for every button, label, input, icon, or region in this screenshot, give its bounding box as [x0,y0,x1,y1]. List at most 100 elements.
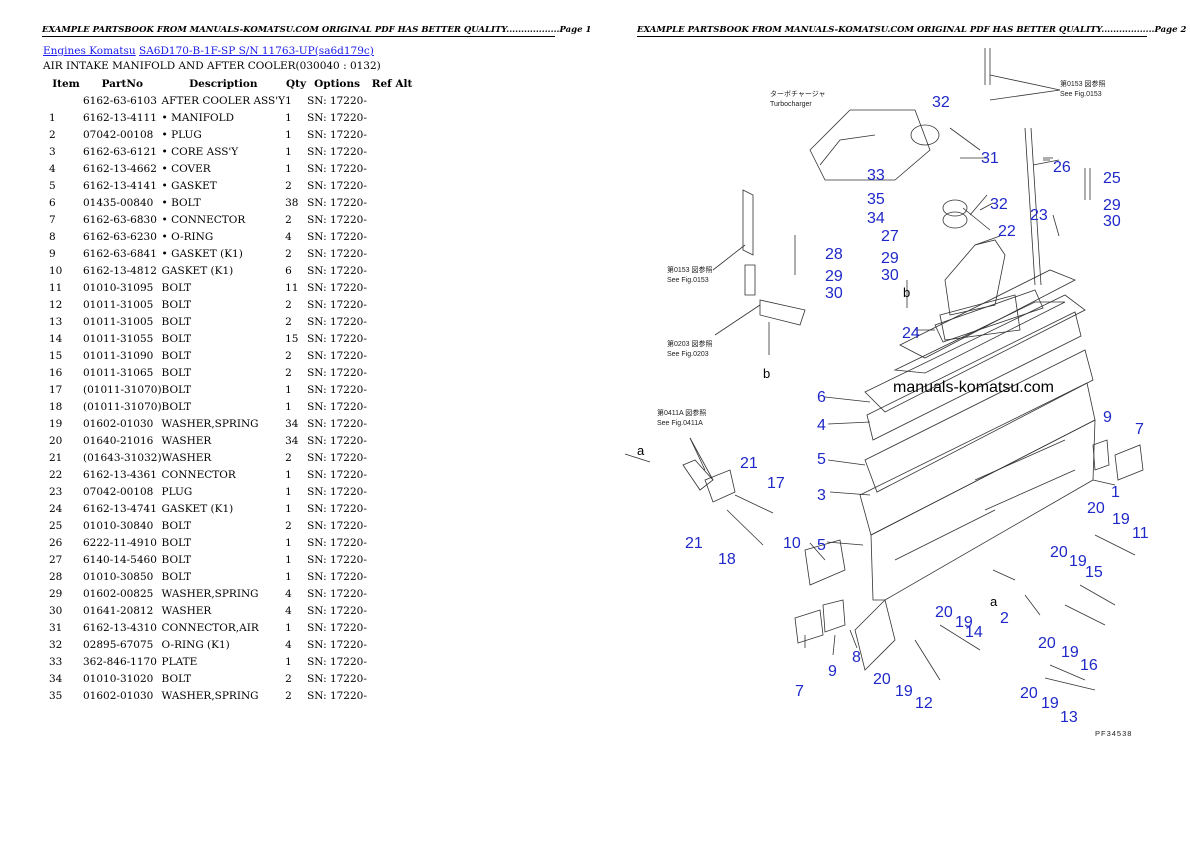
callout-9: 9 [828,663,837,680]
cell-item: 2 [49,129,56,141]
page-header: EXAMPLE PARTSBOOK FROM MANUALS-KOMATSU.C… [42,25,592,37]
cell-options: SN: 17220- [307,265,367,277]
cell-partno: 02895-67075 [83,639,154,651]
cell-description: PLATE [161,656,198,668]
cell-options: SN: 17220- [307,605,367,617]
cell-qty: 1 [285,129,292,141]
cell-partno: 01640-21016 [83,435,154,447]
callout-30: 30 [825,285,843,302]
cell-description: BOLT [161,282,192,294]
cell-description: BOLT [161,401,192,413]
cell-item: 30 [49,605,63,617]
column-header-partno: PartNo [101,78,143,90]
cell-ref-alt [367,382,417,399]
cell-description: BOLT [161,571,192,583]
cell-item: 19 [49,418,63,430]
callout-20: 20 [1038,635,1056,652]
cell-partno: 01010-31020 [83,673,154,685]
cell-partno: 6162-63-6121 [83,146,157,158]
callout-21: 21 [685,535,703,552]
cell-description: • MANIFOLD [161,112,235,124]
callout-8: 8 [852,649,861,666]
cell-ref-alt [367,637,417,654]
cell-qty: 2 [285,299,292,311]
cell-ref-alt [367,263,417,280]
cell-ref-alt [367,416,417,433]
cell-qty: 4 [285,231,292,243]
column-header-ref-alt: Ref Alt [371,78,413,90]
cell-ref-alt [367,246,417,263]
cell-ref-alt [367,195,417,212]
cell-item: 7 [49,214,56,226]
cell-item: 26 [49,537,63,549]
cell-item: 4 [49,163,56,175]
cell-description: • CORE ASS'Y [161,146,239,158]
cell-options: SN: 17220- [307,316,367,328]
cell-ref-alt [367,654,417,671]
callout-21: 21 [740,455,758,472]
cell-options: SN: 17220- [307,112,367,124]
cell-qty: 15 [285,333,299,345]
cell-item: 35 [49,690,63,702]
cell-description: BOLT [161,299,192,311]
cell-options: SN: 17220- [307,673,367,685]
callout-20: 20 [1050,544,1068,561]
cell-item: 23 [49,486,63,498]
cell-qty: 1 [285,401,292,413]
cell-item: 18 [49,401,63,413]
cell-description: BOLT [161,384,192,396]
turbo-label-jp: ターボチャージャ [770,89,825,98]
breadcrumb-link-model[interactable]: SA6D170-B-1F-SP S/N 11763-UP(sa6d179c) [139,45,374,57]
cell-item: 34 [49,673,63,685]
breadcrumb-link-engines[interactable]: Engines Komatsu [43,45,136,57]
cell-options: SN: 17220- [307,163,367,175]
cell-ref-alt [367,297,417,314]
cell-item: 21 [49,452,63,464]
cell-description: GASKET (K1) [161,503,234,515]
callout-19: 19 [1112,511,1130,528]
cell-description: • GASKET [161,180,217,192]
cell-description: WASHER,SPRING [161,418,259,430]
cell-options: SN: 17220- [307,435,367,447]
cell-options: SN: 17220- [307,622,367,634]
cell-description: WASHER,SPRING [161,588,259,600]
cell-item: 3 [49,146,56,158]
cell-qty: 2 [285,367,292,379]
cell-item: 1 [49,112,56,124]
cell-item: 9 [49,248,56,260]
cell-description: WASHER [161,435,212,447]
reference-letter-a: a [637,443,645,458]
ref-0411a-label-jp: 第0411A 図参照 [657,408,706,417]
page-header: EXAMPLE PARTSBOOK FROM MANUALS-KOMATSU.C… [637,25,1187,37]
cell-description: GASKET (K1) [161,265,234,277]
callout-20: 20 [873,671,891,688]
watermark: manuals-komatsu.com [893,379,1054,396]
callout-30: 30 [1103,213,1121,230]
callout-23: 23 [1030,207,1048,224]
exploded-parts-diagram: ターボチャージャ Turbocharger 第0153 図参照 See Fig.… [624,48,1149,738]
callout-19: 19 [955,614,973,631]
cell-partno: 01011-31005 [83,299,154,311]
cell-qty: 1 [285,622,292,634]
cell-ref-alt [367,280,417,297]
cell-qty: 2 [285,180,292,192]
cell-options: SN: 17220- [307,486,367,498]
cell-item: 33 [49,656,63,668]
cell-options: SN: 17220- [307,656,367,668]
breadcrumb: Engines Komatsu SA6D170-B-1F-SP S/N 1176… [43,45,374,57]
callout-29: 29 [1103,197,1121,214]
cell-options: SN: 17220- [307,95,367,107]
cell-partno: 6162-13-4741 [83,503,157,515]
